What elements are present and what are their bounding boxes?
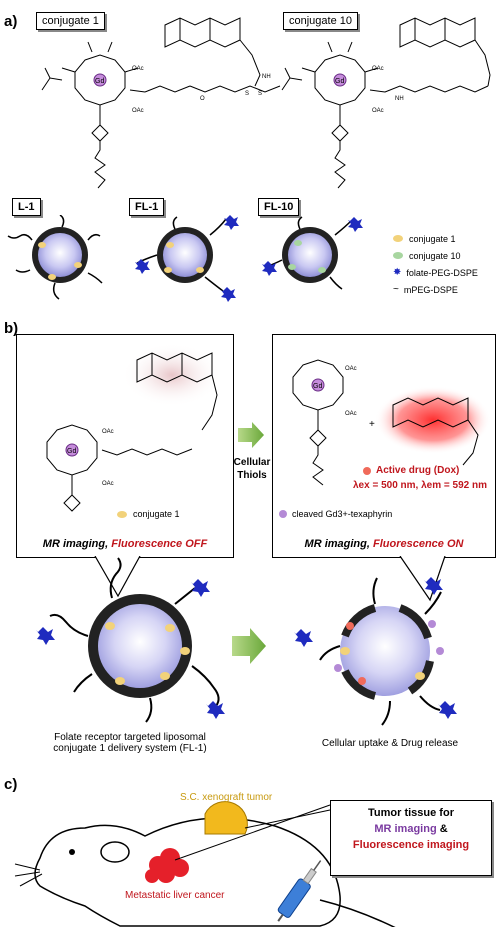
box-line-1: Tumor tissue for	[368, 807, 454, 819]
svg-text:OAc: OAc	[102, 481, 114, 487]
fluorescence-off-box: OAc OAc Gd conjugate 1 MR imaging, Fluor…	[16, 334, 234, 558]
panel-a-label: a)	[4, 13, 18, 30]
box-line-2: MR imaging &	[331, 821, 491, 837]
drug-dot-icon	[363, 466, 371, 475]
svg-text:OAc: OAc	[345, 366, 357, 372]
legend-text: folate-PEG-DSPE	[406, 267, 478, 278]
fluorescence-on-caption: MR imaging, Fluorescence ON	[273, 538, 495, 550]
svg-text:OAc: OAc	[372, 108, 384, 114]
gd-label-10: Gd	[335, 78, 344, 85]
liposome-fl1	[135, 215, 239, 302]
svg-text:NH: NH	[262, 74, 271, 80]
cellular-label: Cellular	[233, 457, 271, 468]
conjugate-1-legend-text: conjugate 1	[133, 509, 180, 519]
gd-label-1: Gd	[95, 78, 104, 85]
intact-liposome	[36, 557, 225, 723]
liver-tumor	[145, 848, 189, 883]
uptake-release-caption: Cellular uptake & Drug release	[321, 738, 459, 749]
conjugate-10-title: conjugate 10	[283, 12, 358, 30]
mouse-ear	[100, 841, 130, 863]
thiols-label: Thiols	[237, 470, 267, 481]
mode-prefix: MR imaging,	[42, 538, 112, 550]
texaphyrin-dot-icon	[279, 510, 287, 518]
conjugate-1-swatch-icon	[117, 510, 127, 518]
panel-b-liposomes	[36, 556, 457, 726]
fluorescence-off-caption: MR imaging, Fluorescence OFF	[17, 538, 233, 550]
conjugate-1-swatch-icon	[393, 235, 403, 242]
label-fl1: FL-1	[129, 198, 165, 216]
released-products-structure: OAc OAc Gd +	[292, 359, 491, 486]
cleaved-texaphyrin-legend: cleaved Gd3+-texaphyrin	[279, 509, 392, 519]
conjugate-1-bound-structure: OAc OAc Gd	[46, 343, 222, 512]
panel-a-structures: OAc OAc O S S NH Gd OAc OAc NH Gd	[41, 17, 491, 189]
conjugate-10-structure	[281, 17, 491, 189]
svg-text:NH: NH	[395, 96, 404, 102]
svg-text:S: S	[245, 91, 249, 97]
caption-line-2: conjugate 1 delivery system (FL-1)	[53, 743, 207, 754]
xenograft-tumor	[204, 801, 248, 835]
thiol-arrow-icon	[238, 422, 264, 448]
conjugate-1-legend: conjugate 1	[117, 509, 180, 519]
mr-imaging-text: MR imaging	[374, 823, 437, 835]
liposome-fl10	[262, 216, 363, 290]
panel-a-liposomes	[7, 215, 363, 302]
fl1-system-caption: Folate receptor targeted liposomal conju…	[20, 732, 240, 754]
mpeg-wave-icon: ~	[393, 284, 399, 295]
fluorescence-imaging-text: Fluorescence imaging	[352, 839, 470, 851]
svg-text:Gd: Gd	[67, 448, 76, 455]
label-l1: L-1	[12, 198, 41, 216]
legend-text: conjugate 10	[409, 250, 461, 261]
legend-item-conjugate-10: conjugate 10	[393, 247, 502, 264]
plus-sign: +	[369, 419, 375, 430]
conjugate-1-structure	[41, 17, 281, 189]
disrupted-liposome	[294, 577, 457, 726]
liver-label: Metastatic liver cancer	[125, 890, 225, 901]
fluorescence-on-box: OAc OAc Gd + Active drug (Dox) λex = 500…	[272, 334, 496, 558]
conjugate-10-swatch-icon	[393, 252, 403, 259]
legend-item-conjugate-1: conjugate 1	[393, 230, 502, 247]
active-drug-label: Active drug (Dox)	[376, 465, 460, 476]
folate-star-icon: ✸	[393, 267, 402, 278]
ampersand-text: &	[436, 823, 448, 835]
conjugate-1-title: conjugate 1	[36, 12, 105, 30]
mode-suffix: Fluorescence OFF	[111, 538, 208, 550]
svg-text:OAc: OAc	[345, 411, 357, 417]
tumor-label: S.C. xenograft tumor	[180, 792, 273, 803]
svg-text:OAc: OAc	[132, 108, 144, 114]
panel-b-label: b)	[4, 320, 19, 337]
svg-text:OAc: OAc	[132, 66, 144, 72]
legend-item-mpeg: ~ mPEG-DSPE	[393, 281, 502, 298]
svg-text:OAc: OAc	[372, 66, 384, 72]
wavelength-label: λex = 500 nm, λem = 592 nm	[353, 480, 487, 491]
mode-suffix: Fluorescence ON	[372, 538, 464, 550]
active-drug-legend: Active drug (Dox)	[363, 465, 459, 476]
legend-text: conjugate 1	[409, 233, 456, 244]
whiskers	[14, 863, 43, 887]
panel-c-label: c)	[4, 776, 18, 793]
legend-item-folate: ✸ folate-PEG-DSPE	[393, 264, 502, 281]
caption-line-1: Folate receptor targeted liposomal	[54, 732, 206, 743]
liposome-l1	[7, 215, 103, 300]
cellular-thiols-label: Cellular Thiols	[232, 456, 272, 482]
panel-a-legend: conjugate 1 conjugate 10 ✸ folate-PEG-DS…	[393, 230, 502, 298]
tumor-tissue-box: Tumor tissue for MR imaging & Fluorescen…	[330, 800, 492, 876]
mouse-eye	[69, 849, 75, 855]
svg-text:O: O	[200, 96, 205, 102]
cleaved-texaphyrin-label: cleaved Gd3+-texaphyrin	[292, 509, 393, 519]
mouse-illustration	[14, 801, 396, 927]
mode-prefix: MR imaging,	[304, 538, 373, 550]
legend-text: mPEG-DSPE	[403, 284, 458, 295]
svg-text:Gd: Gd	[313, 383, 322, 390]
svg-text:S: S	[258, 91, 262, 97]
svg-text:OAc: OAc	[102, 429, 114, 435]
label-fl10: FL-10	[258, 198, 300, 216]
syringe-icon	[277, 860, 322, 922]
